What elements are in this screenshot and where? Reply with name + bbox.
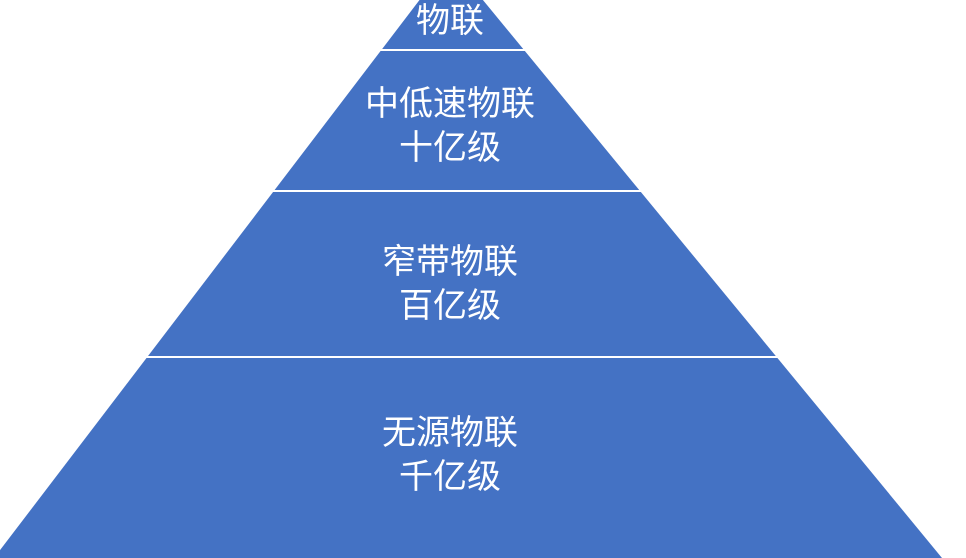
tier-3: 窄带物联 百亿级 (382, 242, 518, 326)
tier-1-label: 物联 (416, 1, 484, 41)
tier-2-label: 中低速物联 (365, 84, 535, 124)
tier-1: 物联 (416, 1, 484, 41)
tier-3-sublabel: 百亿级 (399, 286, 501, 326)
tier-4-label: 无源物联 (382, 413, 518, 453)
tier-3-label: 窄带物联 (382, 242, 518, 282)
tier-4: 无源物联 千亿级 (382, 413, 518, 497)
tier-2: 中低速物联 十亿级 (365, 84, 535, 168)
tier-4-sublabel: 千亿级 (399, 457, 501, 497)
pyramid-body (0, 0, 942, 558)
tier-2-sublabel: 十亿级 (399, 128, 501, 168)
